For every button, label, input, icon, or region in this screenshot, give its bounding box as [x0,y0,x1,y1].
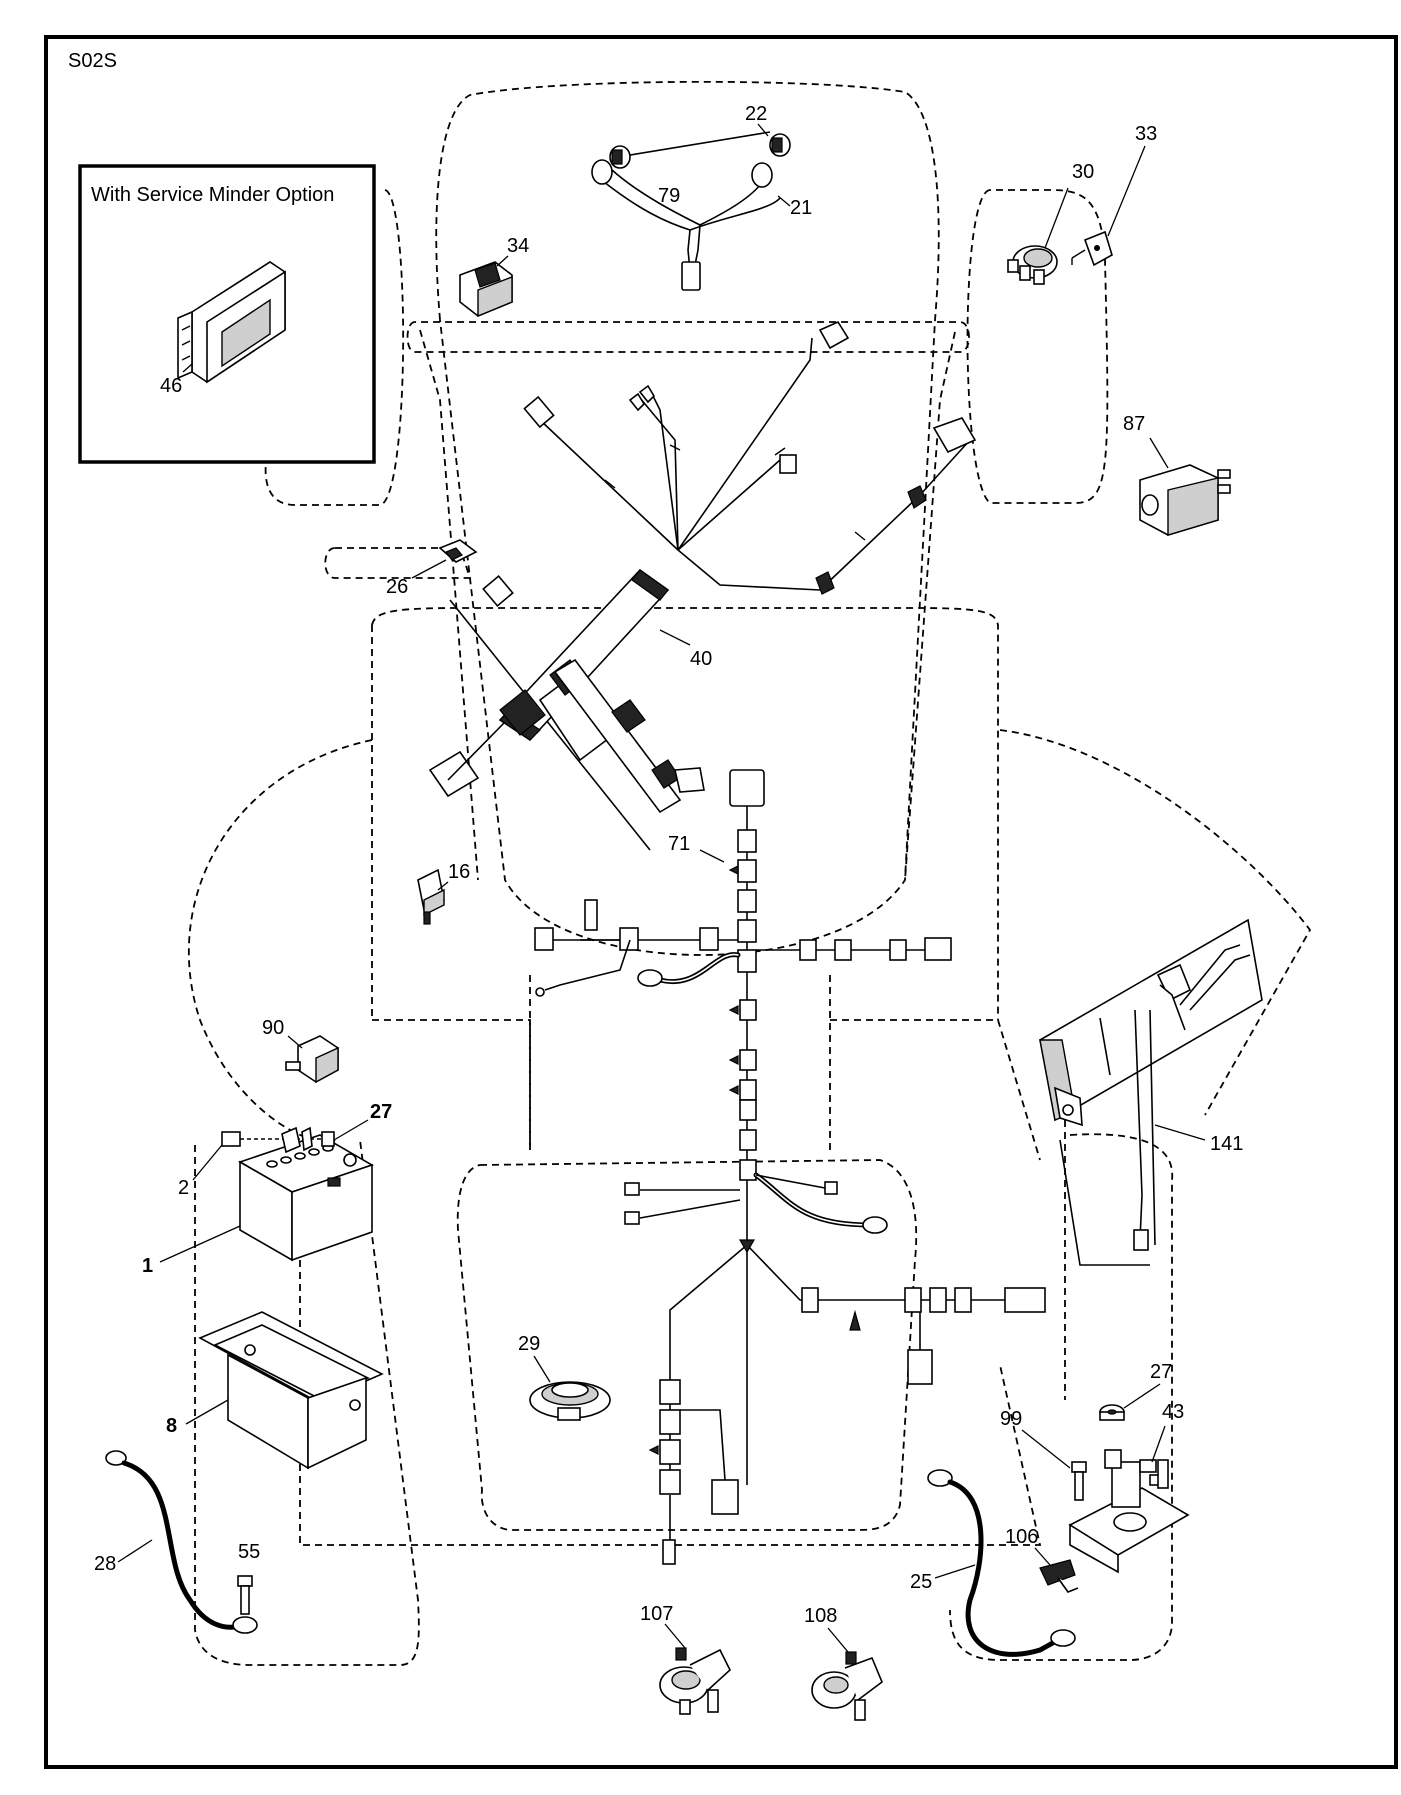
callout-27-battery: 27 [370,1101,392,1123]
headlight-left-icon [591,145,631,185]
callout-55: 55 [238,1541,260,1563]
ignition-key-icon [1071,230,1113,267]
callout-90: 90 [262,1017,284,1039]
callout-107: 107 [640,1603,673,1625]
starter-solenoid-icon [1068,1449,1190,1574]
callout-8: 8 [166,1415,177,1437]
battery-tray-icon [198,1311,384,1470]
callout-16: 16 [448,861,470,883]
fuse-bracket-outline [324,547,472,579]
service-minder-display-icon [177,261,286,384]
solenoid-area-outline [949,1133,1174,1661]
option-box-title: With Service Minder Option [91,184,334,206]
wire-clip-icon [1039,1559,1079,1593]
rocker-switch-icon [459,261,513,318]
callout-25: 25 [910,1571,932,1593]
pto-switch-icon [659,1647,731,1715]
callout-40: 40 [690,648,712,670]
callout-34: 34 [507,235,529,257]
solenoid-bolt-icon [1071,1461,1087,1501]
callout-28: 28 [94,1553,116,1575]
rear-wire-harness [534,769,1046,1565]
service-minder-option-box: With Service Minder Option 46 [78,164,376,464]
fuse-icon [438,539,478,563]
callout-1: 1 [142,1255,153,1277]
callout-33: 33 [1135,123,1157,145]
battery-area-outline [194,1139,420,1666]
callout-46: 46 [160,375,182,397]
floor-pan-outline [456,1159,918,1531]
battery-bolt-icon [221,1126,335,1154]
callout-71: 71 [668,833,690,855]
brake-switch-icon [811,1651,883,1721]
callout-87: 87 [1123,413,1145,435]
grommet-icon [529,1381,611,1421]
seat-switch-icon [417,868,445,925]
callout-27-solenoid: 27 [1150,1361,1172,1383]
module-icon [285,1035,339,1084]
cable-bolt-icon [237,1575,253,1615]
callout-43: 43 [1162,1401,1184,1423]
callout-79: 79 [658,185,680,207]
callout-2: 2 [178,1177,189,1199]
diagram-code: S02S [68,50,117,72]
ignition-switch-icon [1007,245,1058,285]
relay-icon [1139,464,1231,536]
positive-battery-cable [927,1469,1076,1657]
callout-99: 99 [1000,1408,1022,1430]
right-wheel-arc [999,729,1312,1116]
headlight-connector-icon [681,261,701,291]
hood-outline [435,80,940,956]
connector-icon [523,395,555,429]
callout-21: 21 [790,197,812,219]
battery-icon [238,1134,374,1262]
diagram-frame [44,35,1398,1769]
callout-108: 108 [804,1605,837,1627]
headlight-right-icon [751,133,791,188]
rear-panel-bracket [1039,918,1263,1266]
callout-30: 30 [1072,161,1094,183]
callout-22: 22 [745,103,767,125]
body-outline [371,607,999,1020]
callout-29: 29 [518,1333,540,1355]
dash-band-lower [419,329,479,881]
headlight-harness [591,131,791,291]
negative-battery-cable [105,1450,258,1634]
callout-106: 106 [1005,1526,1038,1548]
main-wire-harness [428,320,977,851]
callout-26: 26 [386,576,408,598]
dash-band [406,321,970,353]
right-fender-outline [966,189,1109,504]
callout-141: 141 [1210,1133,1243,1155]
left-wheel-arc [187,739,373,1143]
left-fender-outline [264,189,405,506]
solenoid-nut-icon [1099,1404,1125,1421]
